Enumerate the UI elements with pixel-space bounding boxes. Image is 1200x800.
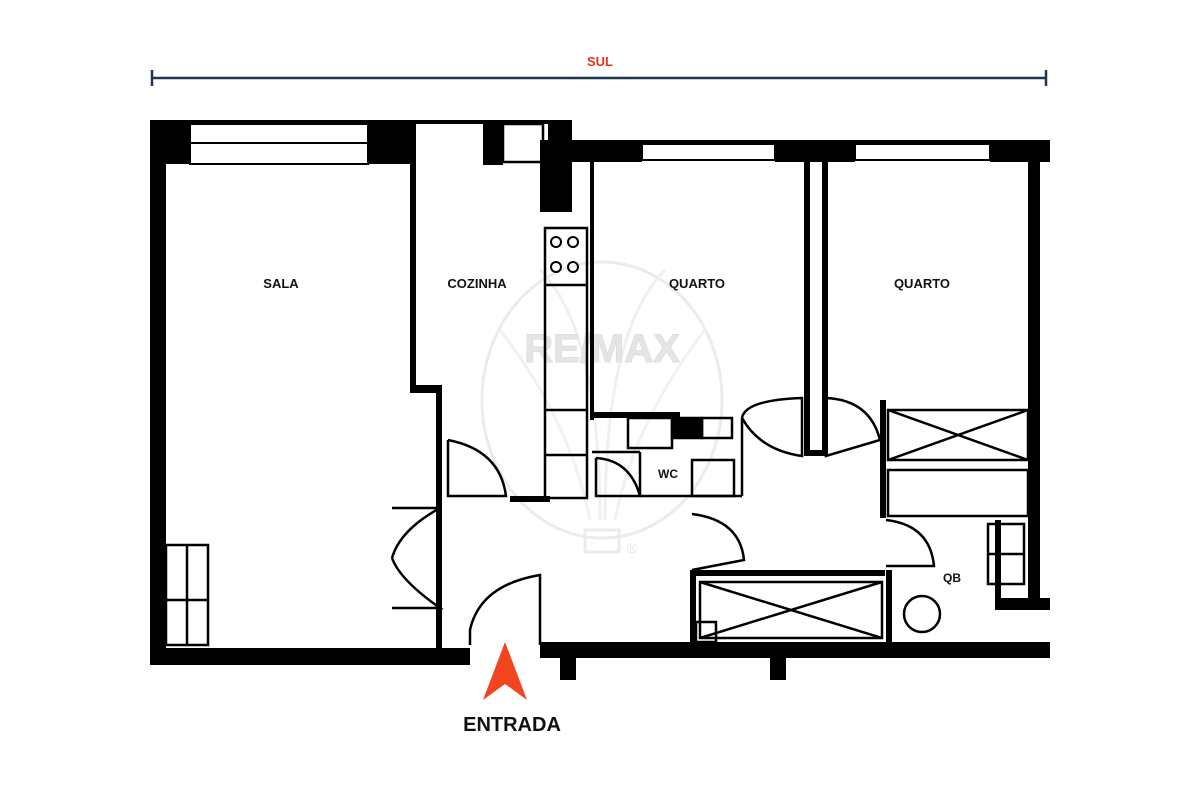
room-label-sala: SALA bbox=[263, 276, 299, 291]
watermark-registered: ® bbox=[627, 540, 638, 556]
storage-units bbox=[886, 468, 1030, 634]
sala-window bbox=[189, 123, 369, 165]
watermark-logo: RE/MAX bbox=[524, 327, 680, 371]
exterior-walls bbox=[150, 120, 1050, 680]
kitchen-counter bbox=[501, 122, 589, 500]
room-label-cozinha: COZINHA bbox=[447, 276, 507, 291]
room-label-quarto-1: QUARTO bbox=[669, 276, 725, 291]
stove-icon bbox=[550, 236, 579, 273]
wardrobe-hall bbox=[698, 580, 884, 640]
sala-storage bbox=[164, 543, 210, 647]
remax-watermark: RE/MAX ® bbox=[480, 260, 724, 556]
entrance-indicator: ENTRADA bbox=[463, 642, 561, 736]
door-swings bbox=[390, 396, 936, 645]
orientation-label: SUL bbox=[587, 54, 613, 69]
entrance-arrow-icon bbox=[483, 642, 527, 700]
wc-fixtures bbox=[592, 416, 744, 498]
bedroom-windows bbox=[641, 143, 991, 161]
room-label-quarto-2: QUARTO bbox=[894, 276, 950, 291]
entrance-label: ENTRADA bbox=[463, 714, 561, 736]
interior-walls bbox=[410, 120, 1001, 650]
room-labels: SALA COZINHA QUARTO QUARTO WC QB bbox=[263, 276, 961, 585]
orientation-indicator: SUL bbox=[150, 54, 1048, 86]
room-label-qb: QB bbox=[943, 571, 961, 585]
wardrobe-quarto bbox=[886, 408, 1030, 462]
room-label-wc: WC bbox=[658, 467, 678, 481]
